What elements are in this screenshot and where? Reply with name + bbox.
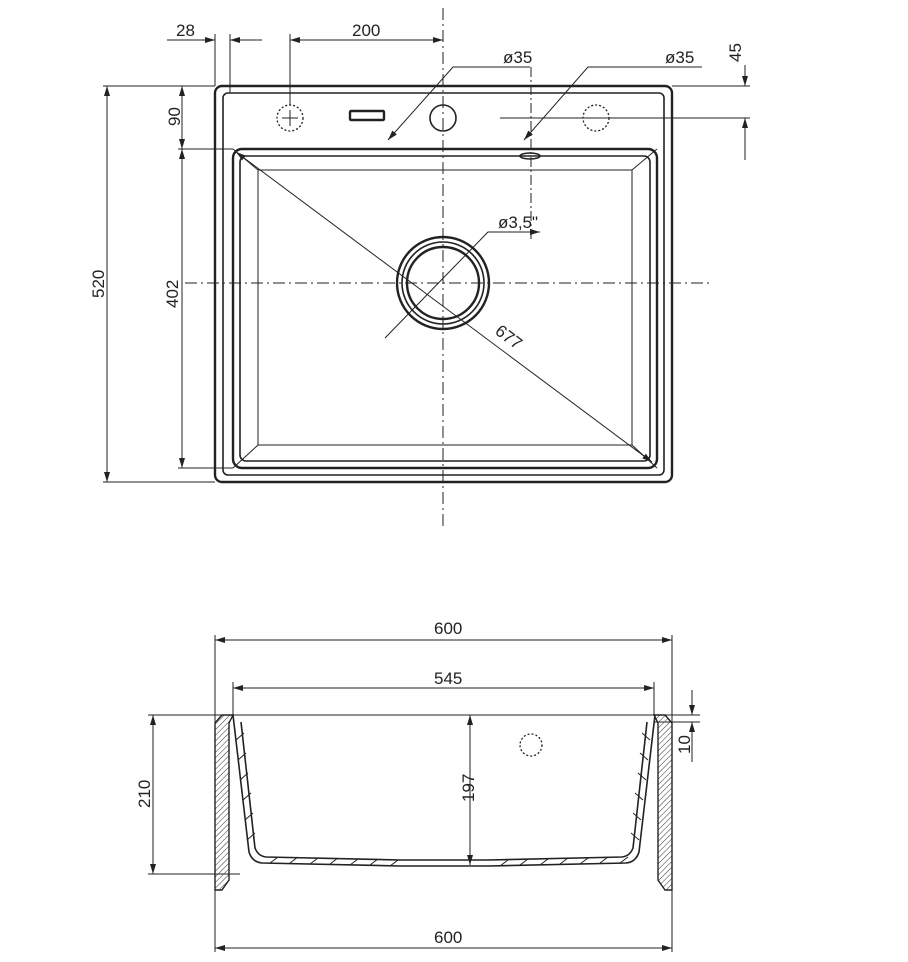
dim-197: 197: [459, 774, 478, 802]
overflow-slot: [348, 109, 386, 122]
dim-210: 210: [135, 780, 154, 808]
dim-tap-hole-2: ø35: [665, 48, 694, 67]
side-view: 600 545 210 197 10 600: [135, 619, 700, 952]
bowl-outer-edge: [231, 147, 659, 470]
overflow-hole-side: [519, 733, 543, 757]
dim-tap-hole-1: ø35: [503, 48, 532, 67]
dim-600-bottom: 600: [434, 928, 462, 947]
tap-hole-center: [429, 104, 457, 132]
dim-28: 28: [176, 21, 195, 40]
bowl-wall-section: [232, 714, 656, 867]
dim-drain: ø3,5": [498, 213, 538, 232]
right-rim-section: [652, 714, 673, 891]
dim-600-top: 600: [434, 619, 462, 638]
top-view: 28 200 ø35 ø35 45 90 402 520 ø3,5" 677: [89, 8, 750, 530]
dim-90: 90: [165, 107, 184, 126]
wall-hatching: [235, 732, 651, 867]
dim-200: 200: [352, 21, 380, 40]
left-rim-section: [214, 714, 235, 891]
dim-545: 545: [434, 669, 462, 688]
dim-10: 10: [675, 735, 694, 754]
dim-diagonal: 677: [492, 321, 526, 353]
dim-402: 402: [163, 280, 182, 308]
dim-520: 520: [89, 270, 108, 298]
dim-45: 45: [726, 43, 745, 62]
